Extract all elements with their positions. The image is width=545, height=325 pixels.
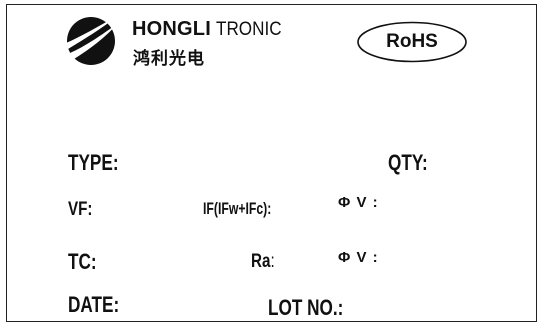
vf-label: VF:	[68, 199, 93, 220]
ra-label-colon: :	[270, 251, 275, 272]
brand-name-chinese: 鸿利光电	[133, 49, 205, 68]
rohs-badge-outline	[357, 21, 467, 63]
phi-v-label-2: Φ V :	[338, 249, 379, 266]
if-label: IF(IFw+IFc):	[203, 199, 272, 218]
phi-v-label-1: Φ V :	[338, 194, 379, 211]
swoosh-logo-icon	[66, 15, 118, 65]
brand-name-bold: HONGLI	[132, 18, 211, 40]
date-label: DATE:	[68, 292, 120, 317]
lot-number-label: LOT NO.:	[268, 295, 344, 320]
ra-label-text: Ra	[251, 251, 271, 272]
brand-name-light: TRONIC	[215, 19, 282, 40]
tc-label: TC:	[68, 249, 97, 274]
ra-label: Ra:	[251, 251, 275, 273]
rohs-badge-text: RoHS	[386, 31, 438, 52]
qty-label: QTY:	[388, 150, 428, 175]
type-label: TYPE:	[68, 150, 119, 175]
